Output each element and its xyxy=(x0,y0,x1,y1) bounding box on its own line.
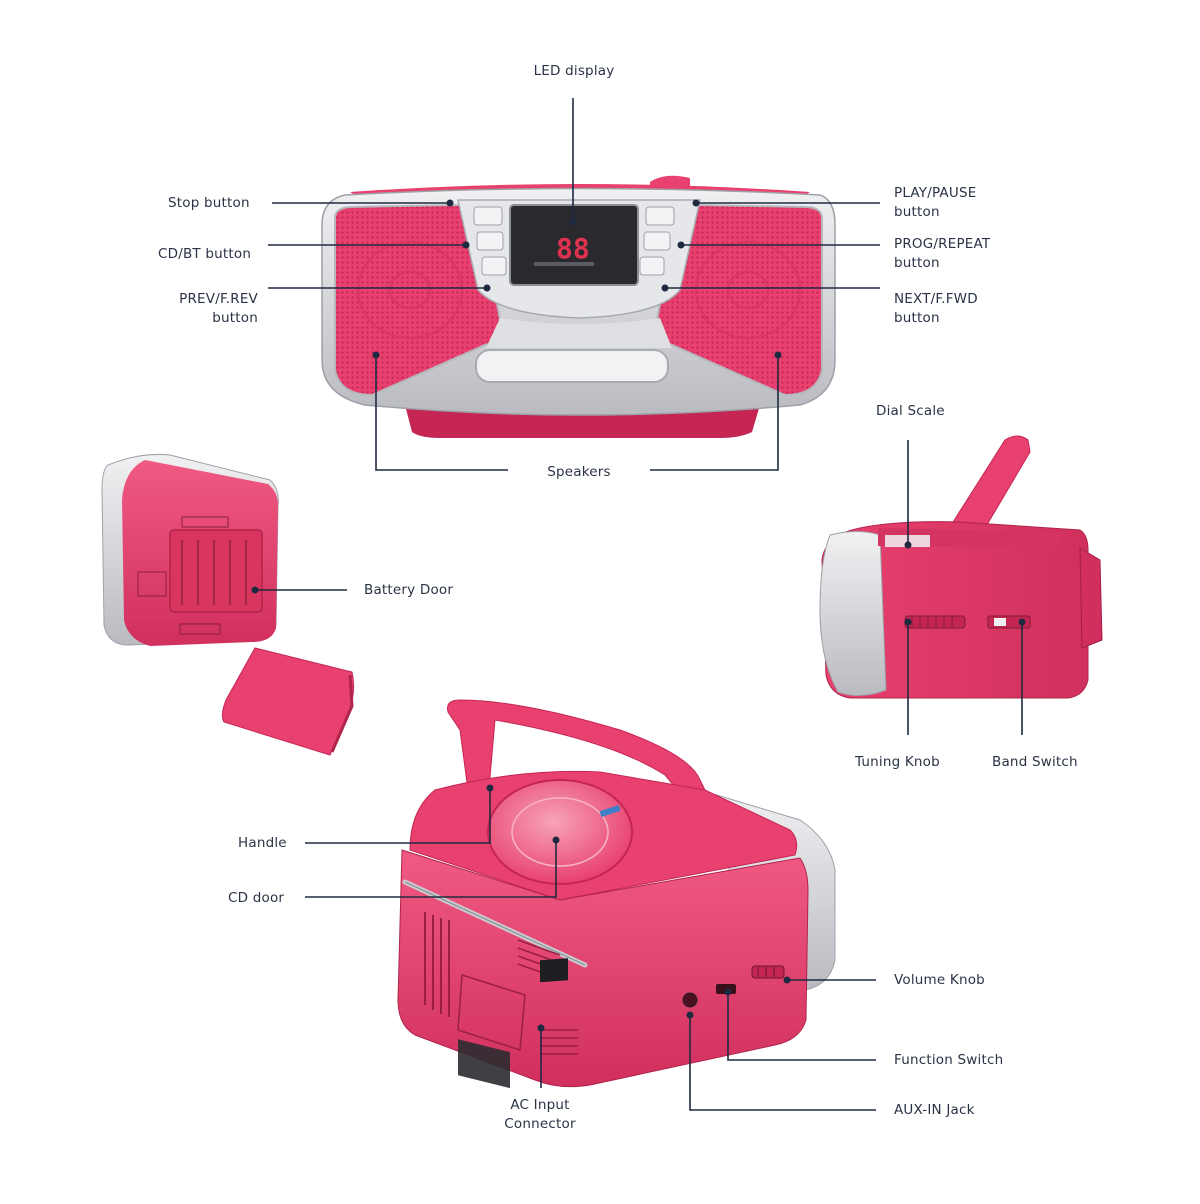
cd-door-lid xyxy=(487,779,633,885)
label-tuning-knob: Tuning Knob xyxy=(855,754,940,770)
label-aux-in-jack: AUX-IN Jack xyxy=(894,1102,975,1118)
side-view-player xyxy=(819,435,1103,699)
label-volume-knob: Volume Knob xyxy=(894,972,985,988)
label-band-switch: Band Switch xyxy=(992,754,1078,770)
front-view-player: 88 xyxy=(321,175,836,438)
bottom-view-player xyxy=(101,453,355,756)
label-prev-button: PREV/F.REV button xyxy=(179,291,258,326)
label-handle: Handle xyxy=(238,835,287,851)
label-play-pause-button: PLAY/PAUSE button xyxy=(894,185,977,220)
label-stop-button: Stop button xyxy=(168,195,250,211)
label-speakers: Speakers xyxy=(547,464,611,480)
label-battery-door: Battery Door xyxy=(364,582,454,598)
label-dial-scale: Dial Scale xyxy=(876,403,945,419)
leader-lines xyxy=(251,98,1026,1111)
label-function-switch: Function Switch xyxy=(894,1052,1004,1068)
label-cd-door: CD door xyxy=(228,890,285,906)
battery-door-panel xyxy=(221,647,355,756)
label-led-display: LED display xyxy=(533,63,615,79)
label-cd-bt-button: CD/BT button xyxy=(158,246,252,262)
label-next-button: NEXT/F.FWD button xyxy=(894,291,978,326)
rear-view-player xyxy=(397,699,836,1089)
battery-compartment xyxy=(169,529,263,613)
led-digits: 88 xyxy=(556,232,590,265)
label-prog-repeat-button: PROG/REPEAT button xyxy=(894,236,991,271)
label-ac-input-connector: AC Input Connector xyxy=(504,1097,576,1132)
